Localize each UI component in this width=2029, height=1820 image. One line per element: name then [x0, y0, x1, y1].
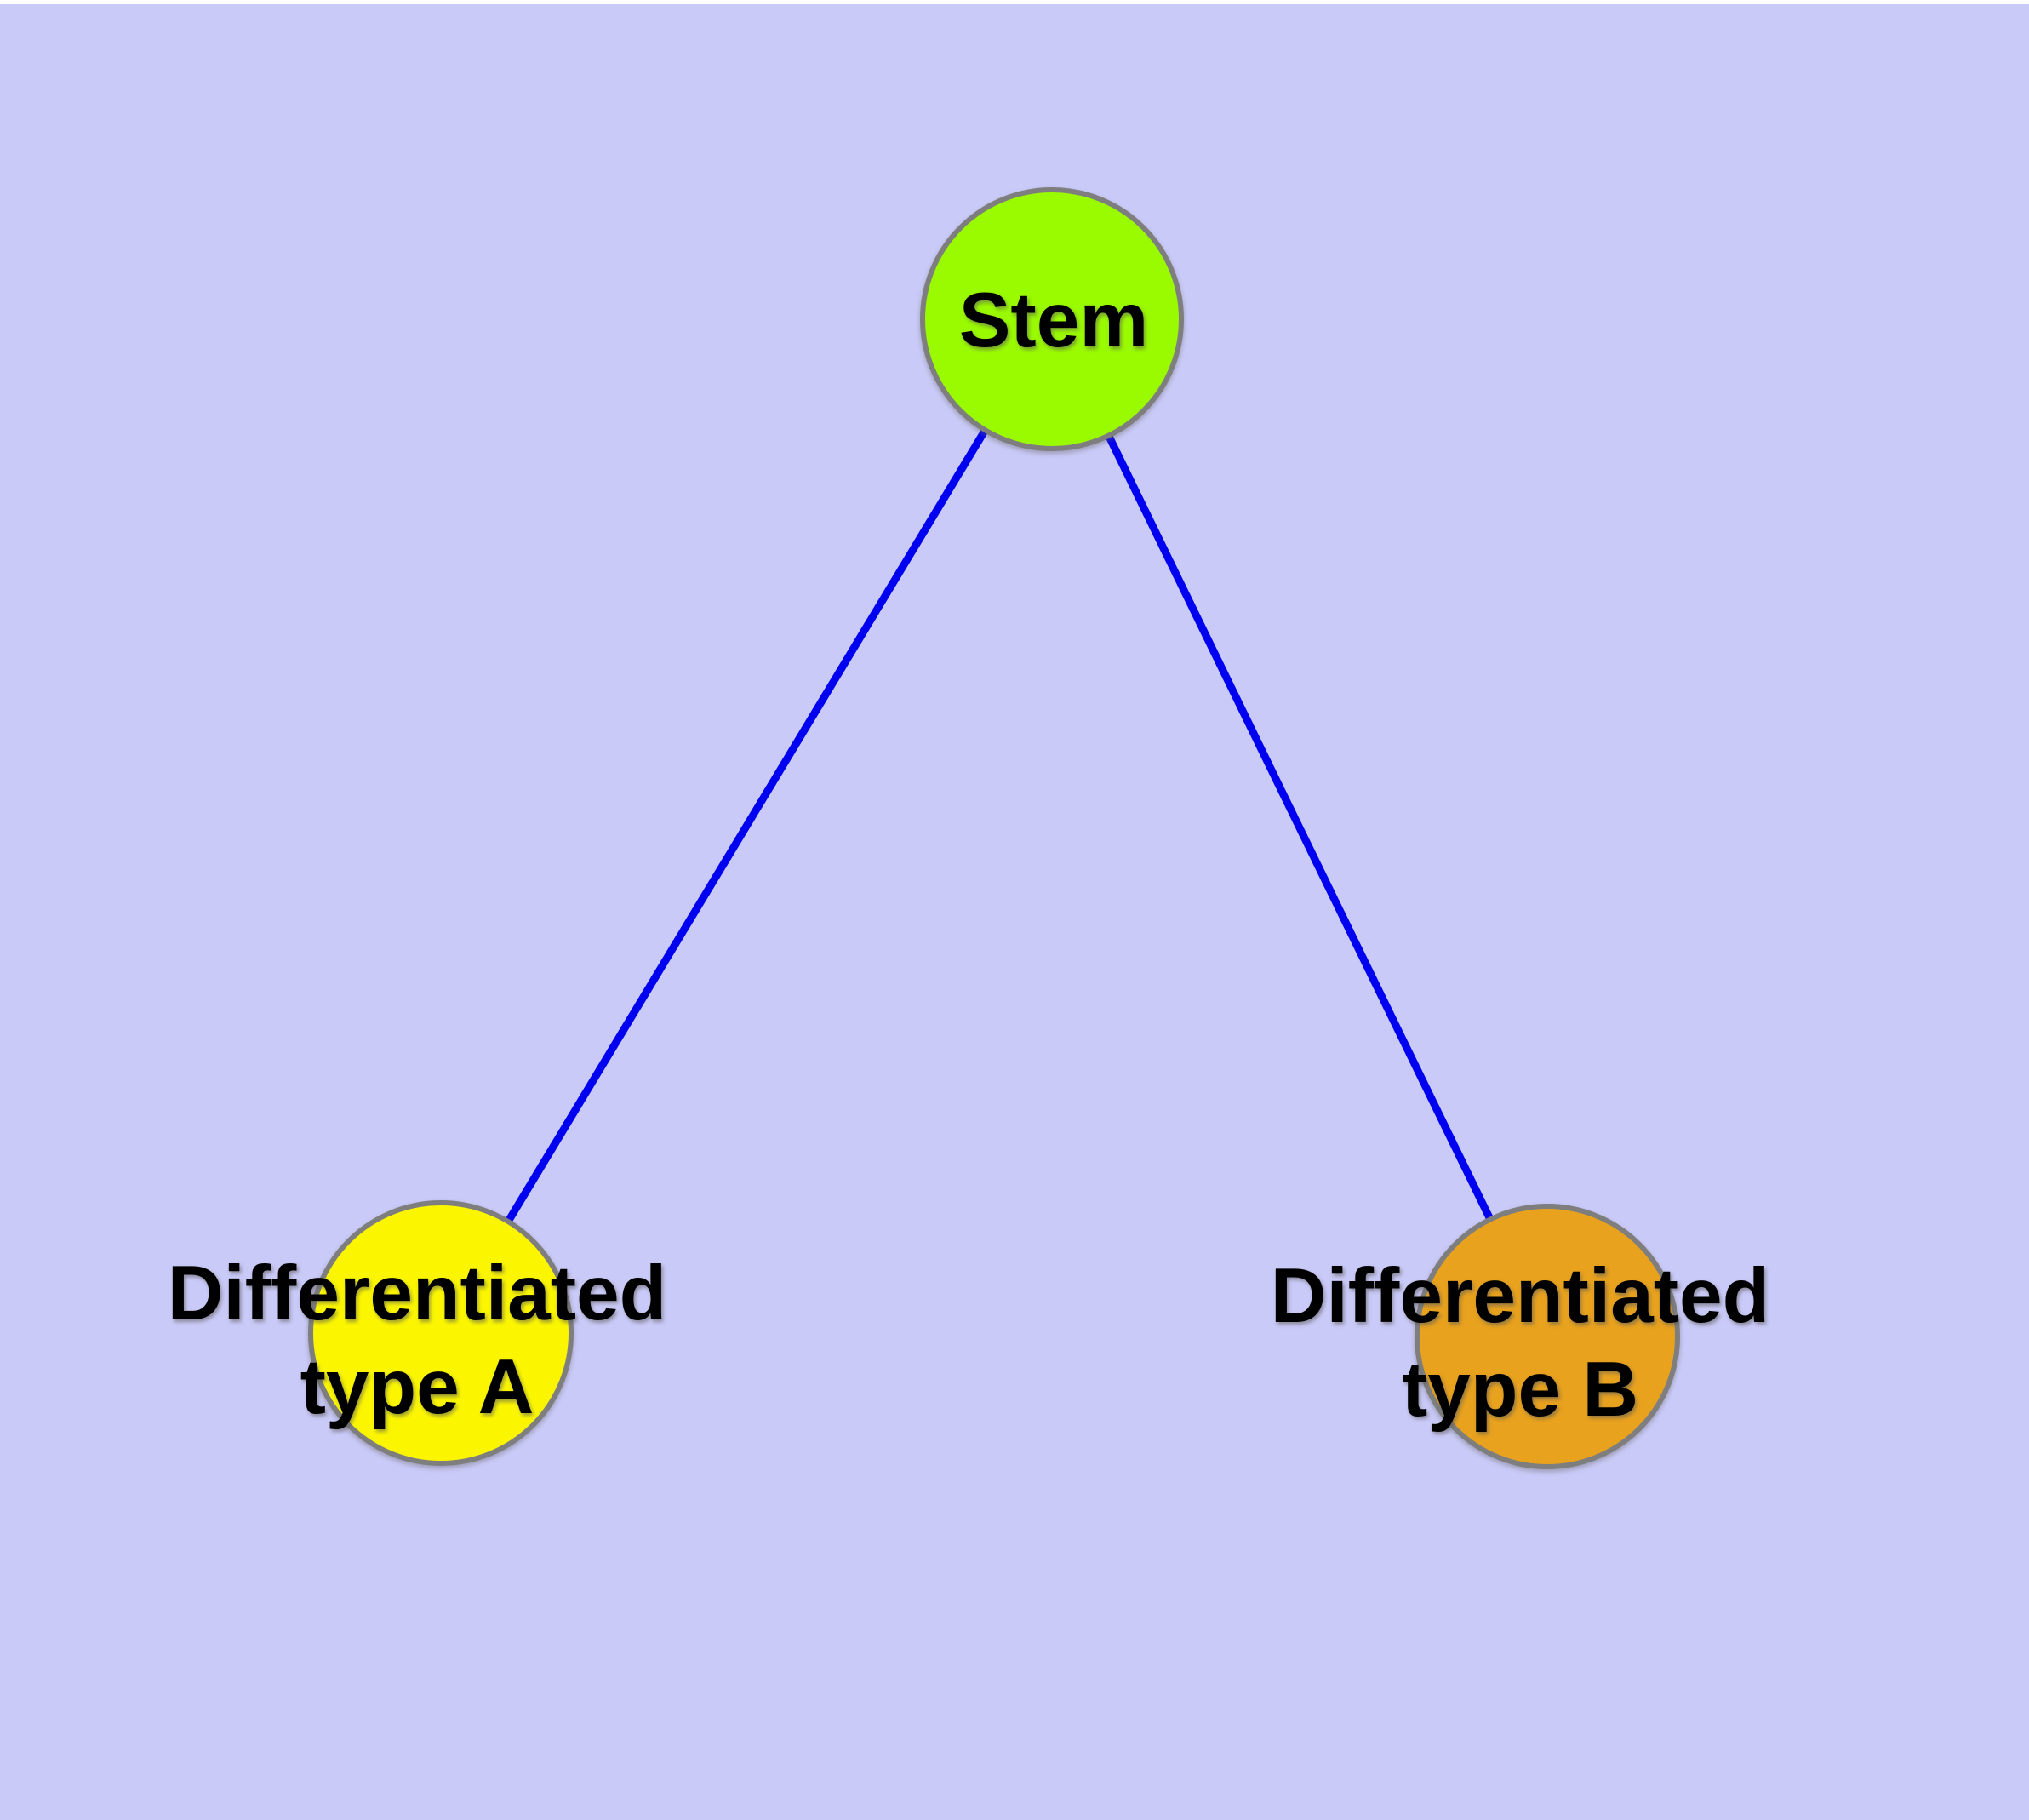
- edge-group: [437, 317, 1552, 1338]
- node-type-b-circle: [1415, 1204, 1680, 1469]
- node-type-a-label-line2: type A: [300, 1344, 534, 1430]
- node-group: [308, 187, 1680, 1469]
- edge-stem-to-type-b: [1048, 318, 1552, 1338]
- edge-stem-to-type-a: [437, 317, 1055, 1336]
- node-stem-circle: [920, 187, 1184, 451]
- node-type-b-label-line1: Differentiated: [1271, 1253, 1770, 1339]
- node-type-a-label-line1: Differentiated: [168, 1251, 667, 1336]
- label-group: Stem Differentiated type A Differentiate…: [168, 278, 1770, 1433]
- node-type-b-label-line2: type B: [1402, 1347, 1638, 1433]
- node-stem-label: Stem: [959, 278, 1149, 363]
- node-type-a-circle: [308, 1200, 574, 1466]
